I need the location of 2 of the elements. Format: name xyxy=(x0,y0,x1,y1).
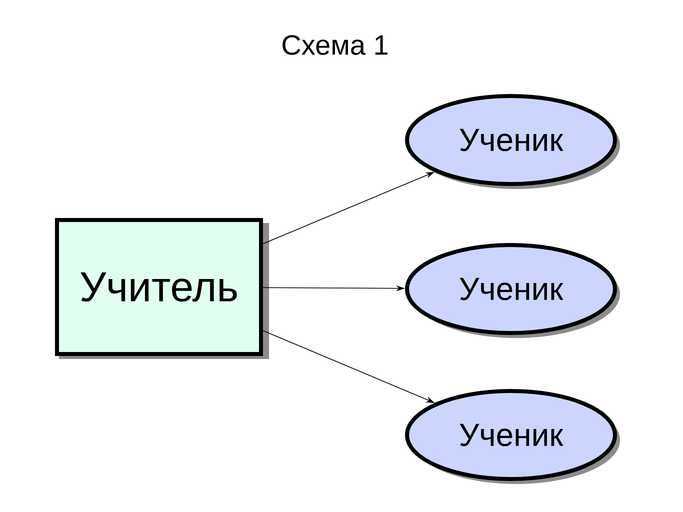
title: Схема 1 xyxy=(282,35,388,55)
teacher-box: Учитель xyxy=(55,218,269,359)
